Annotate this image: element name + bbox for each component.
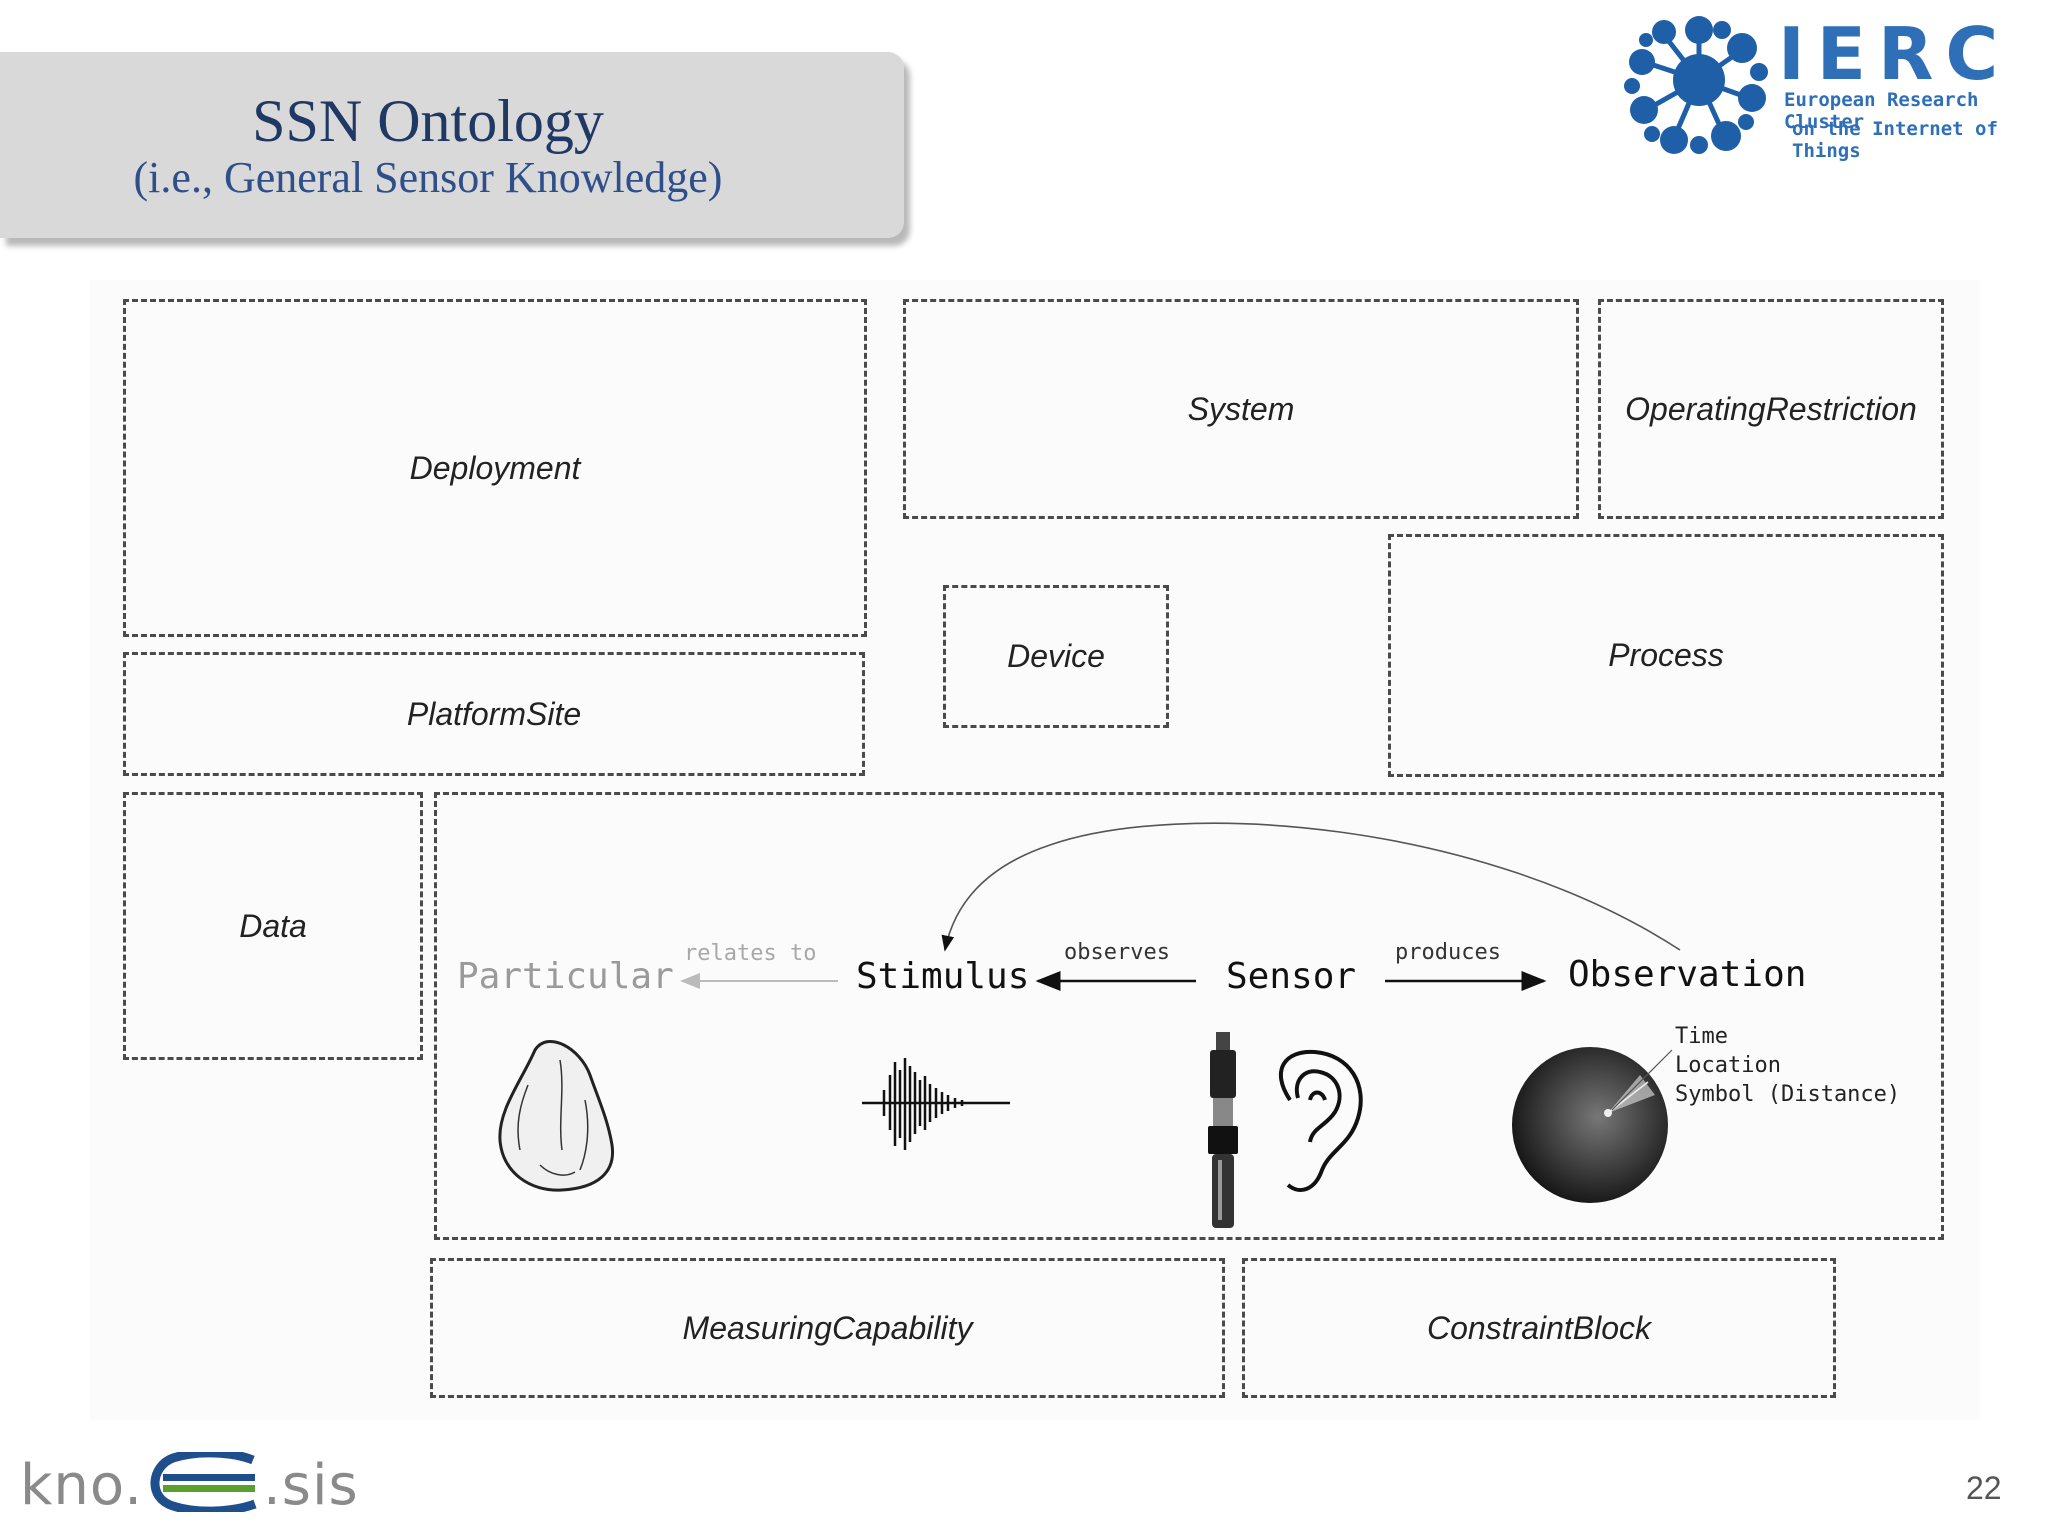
module-measuring-capability: MeasuringCapability — [430, 1258, 1225, 1398]
module-label: ConstraintBlock — [1426, 1309, 1652, 1346]
relation-produces: produces — [1395, 940, 1501, 965]
knoesis-logo-prefix: kno. — [20, 1453, 143, 1518]
module-label: PlatformSite — [406, 695, 582, 732]
knoesis-e-icon — [150, 1448, 257, 1516]
module-skeleton — [434, 792, 1944, 1240]
observation-dial-icon — [1512, 1047, 1673, 1203]
module-operating-restriction: OperatingRestriction — [1598, 299, 1944, 519]
module-label: System — [1187, 390, 1295, 427]
module-label: Process — [1608, 637, 1724, 673]
concept-stimulus: Stimulus — [856, 956, 1030, 997]
module-data: Data — [123, 792, 423, 1060]
ierc-tagline-2: on the Internet of Things — [1792, 118, 1998, 162]
ear-icon — [1278, 1049, 1363, 1192]
concept-particular: Particular — [457, 956, 674, 997]
slide-title: SSN Ontology — [252, 88, 604, 154]
waveform-icon — [862, 1058, 1010, 1150]
module-label: Device — [1007, 638, 1105, 674]
module-label: Data — [239, 907, 307, 944]
knoesis-logo: kno. .sis — [20, 1448, 359, 1518]
observation-attribute-location: Location — [1675, 1053, 1781, 1078]
relation-observes: observes — [1064, 940, 1170, 965]
module-deployment: Deployment — [123, 299, 867, 637]
module-process: Process — [1388, 534, 1944, 777]
module-system: System — [903, 299, 1579, 519]
ierc-logo-icon — [1624, 16, 1768, 154]
microphone-icon — [1208, 1032, 1238, 1228]
module-label: Deployment — [409, 449, 581, 486]
module-platform-site: PlatformSite — [123, 652, 865, 776]
relation-relates-to: relates to — [684, 941, 817, 966]
module-device: Device — [943, 585, 1169, 728]
module-constraint-block: ConstraintBlock — [1242, 1258, 1836, 1398]
ierc-logo-text: IERC — [1778, 12, 2011, 96]
concept-observation: Observation — [1568, 954, 1807, 995]
rock-icon — [498, 1039, 615, 1192]
title-banner — [0, 52, 904, 238]
knoesis-logo-suffix: .sis — [263, 1453, 359, 1518]
arrow-curve — [941, 822, 1681, 952]
concept-sensor: Sensor — [1226, 956, 1357, 997]
module-label: MeasuringCapability — [682, 1309, 973, 1346]
page-number: 22 — [1966, 1470, 2002, 1506]
slide-subtitle: (i.e., General Sensor Knowledge) — [133, 153, 723, 202]
ierc-tagline-1: European Research Cluster — [1784, 89, 1979, 133]
module-label: OperatingRestriction — [1625, 390, 1917, 427]
observation-attribute-symbol: Symbol (Distance) — [1675, 1082, 1901, 1107]
observation-attribute-time: Time — [1675, 1024, 1728, 1049]
